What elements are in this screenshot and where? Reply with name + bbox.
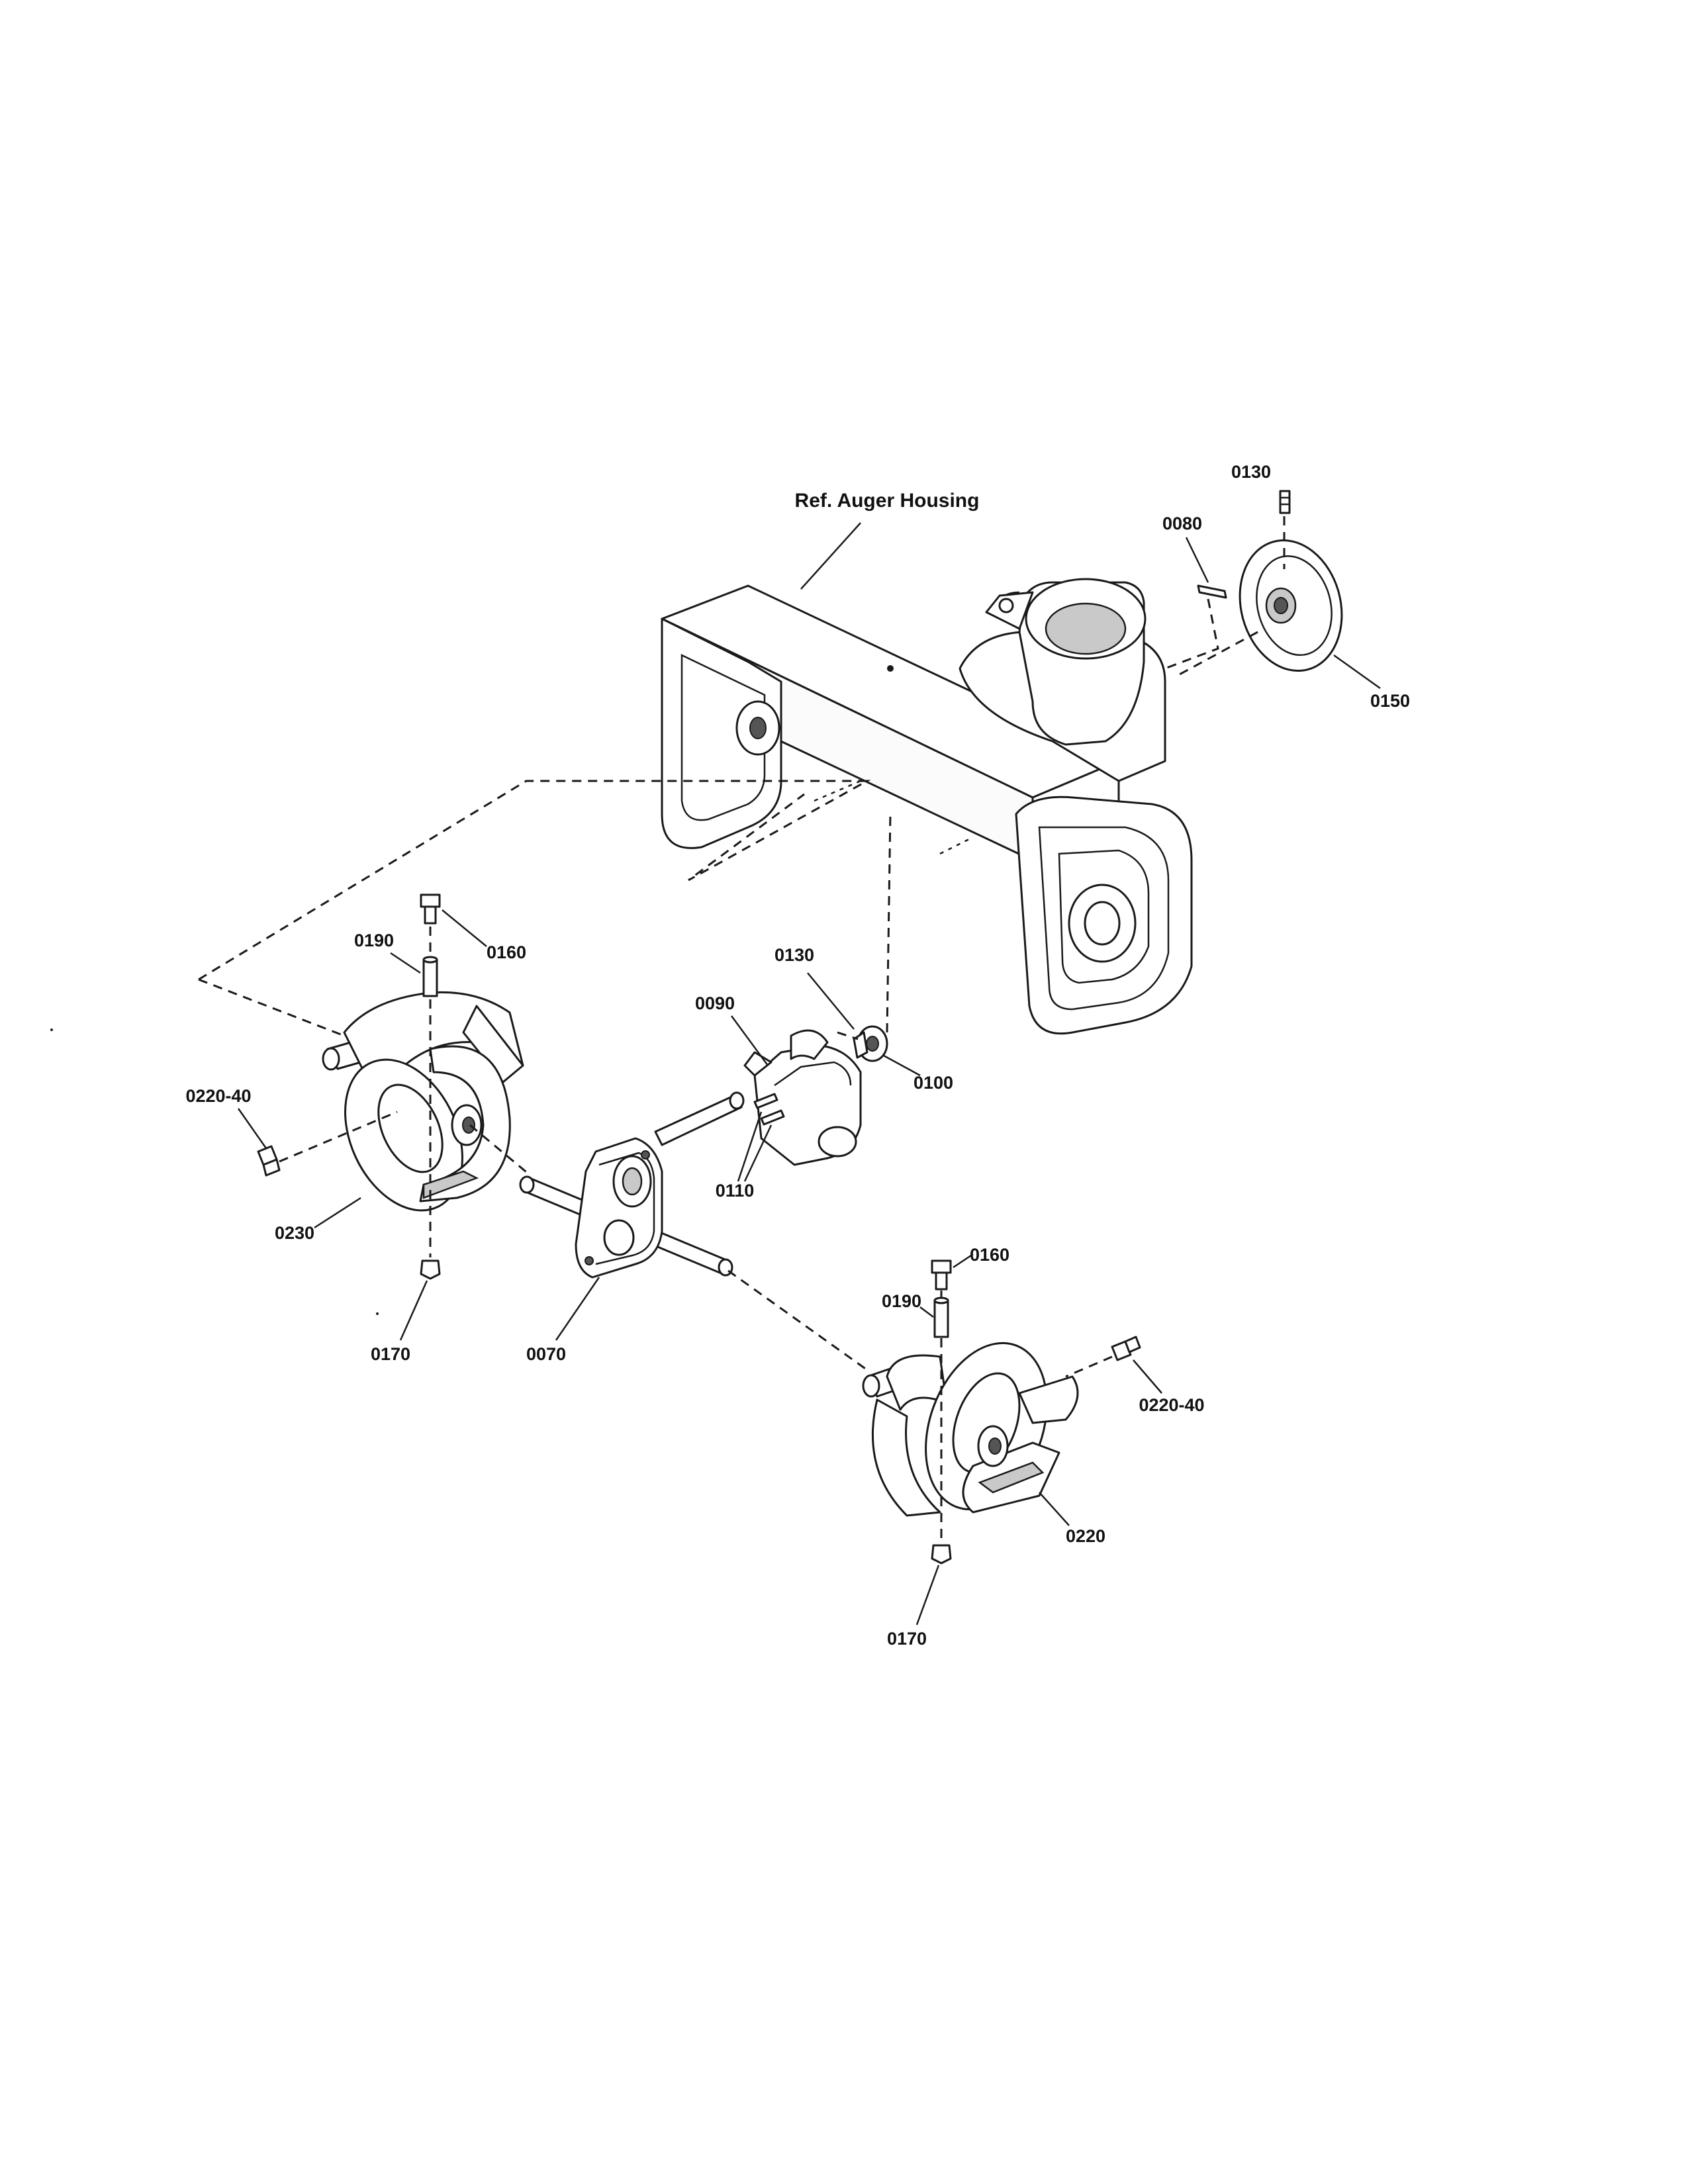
key-0080 — [1197, 584, 1227, 599]
pulley-0150 — [1239, 539, 1343, 672]
fitting-0220-40-left — [257, 1145, 281, 1177]
right-auger-0220 — [862, 1342, 1079, 1517]
callout-0070: 0070 — [526, 1344, 566, 1364]
callout-0110: 0110 — [716, 1181, 755, 1201]
callout-0160-left: 0160 — [487, 942, 526, 962]
housing-leader — [800, 522, 861, 590]
auger-housing — [661, 578, 1193, 1035]
callout-0190-left: 0190 — [354, 931, 394, 950]
callout-0080: 0080 — [1162, 514, 1202, 533]
fitting-0220-40-right — [1111, 1336, 1141, 1361]
bolt-0160-left — [420, 893, 441, 925]
housing-label: Ref. Auger Housing — [795, 490, 980, 512]
callout-0160-right: 0160 — [970, 1245, 1009, 1265]
callout-0090: 0090 — [695, 993, 735, 1013]
callout-0220-40-left: 0220-40 — [185, 1086, 251, 1106]
callout-0130-mid: 0130 — [774, 945, 814, 965]
callout-0220: 0220 — [1066, 1526, 1105, 1546]
bolt-0160-right — [931, 1259, 952, 1291]
callout-0170-left: 0170 — [371, 1344, 410, 1364]
nut-0170-right — [931, 1544, 952, 1565]
callout-0220-40-right: 0220-40 — [1139, 1395, 1204, 1415]
bearing-0100 — [853, 1025, 888, 1062]
callout-0230: 0230 — [275, 1223, 314, 1243]
callout-0130-top: 0130 — [1231, 462, 1271, 482]
spacer-0190-left — [422, 956, 438, 997]
spacer-0190-right — [933, 1297, 949, 1338]
housing-0090 — [743, 1029, 862, 1166]
nut-0170-left — [420, 1259, 441, 1280]
set-screw-0130-top — [1279, 490, 1291, 514]
callout-0150: 0150 — [1370, 691, 1410, 711]
gearbox-0070 — [519, 1091, 745, 1279]
bolts-0110 — [753, 1093, 785, 1126]
callout-0100: 0100 — [914, 1073, 953, 1093]
left-auger-0230 — [322, 991, 524, 1212]
callout-0190-right: 0190 — [882, 1291, 921, 1311]
callout-0170-right: 0170 — [887, 1629, 927, 1649]
